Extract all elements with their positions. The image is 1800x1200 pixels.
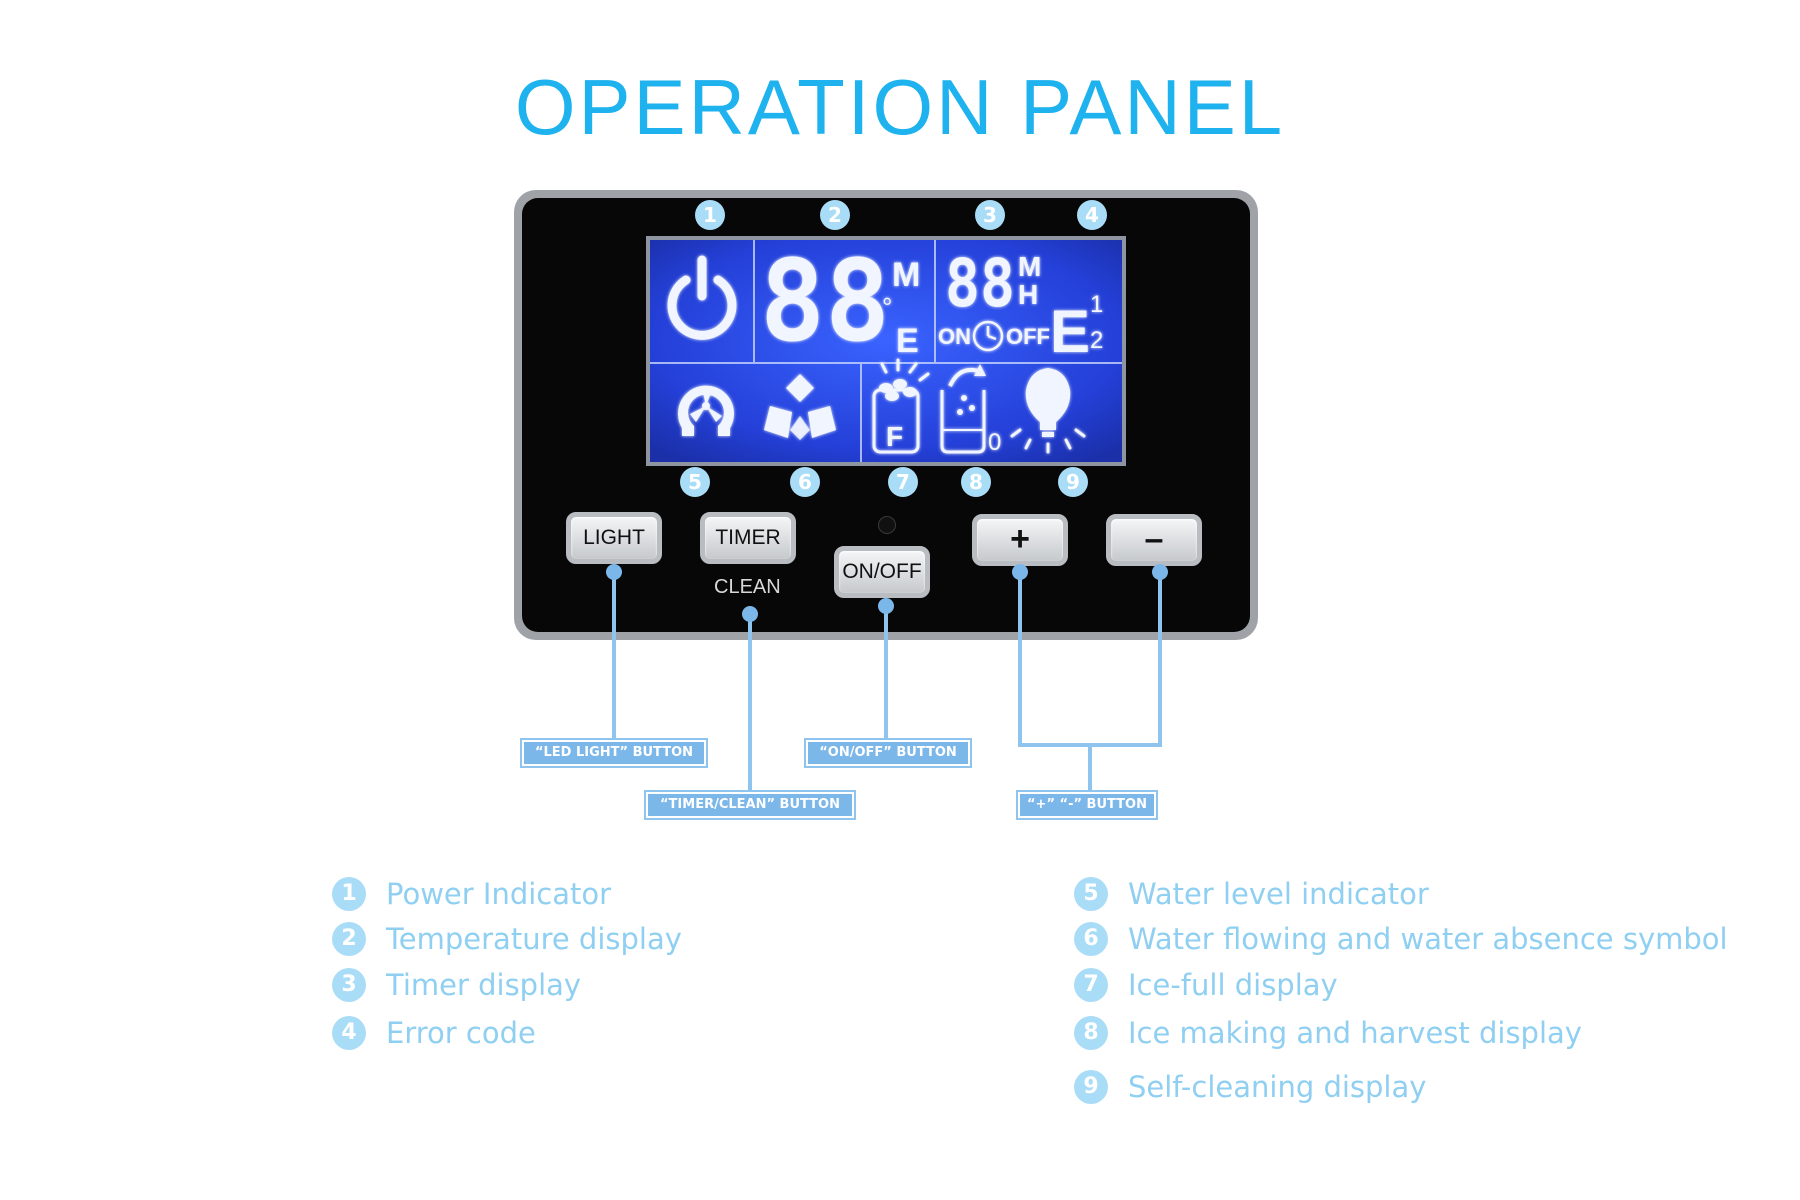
marker-1: 1 bbox=[695, 200, 725, 230]
legend-text: Temperature display bbox=[386, 922, 682, 956]
callout-plus-minus: “+” “-” BUTTON bbox=[1016, 790, 1158, 820]
legend-number: 6 bbox=[1074, 922, 1108, 956]
marker-2: 2 bbox=[820, 200, 850, 230]
legend-number: 7 bbox=[1074, 968, 1108, 1002]
marker-3: 3 bbox=[975, 200, 1005, 230]
ice-harvest-icon: 0 bbox=[940, 364, 1001, 456]
callout-onoff-text: “ON/OFF” BUTTON bbox=[808, 742, 968, 764]
timer-unit-h: H bbox=[1018, 279, 1038, 310]
ice-full-letter: F bbox=[886, 421, 903, 452]
legend-text: Ice making and harvest display bbox=[1128, 1016, 1582, 1050]
error-code-1: 1 bbox=[1090, 291, 1103, 318]
plus-button[interactable]: + bbox=[972, 514, 1068, 566]
callout-led-light-text: “LED LIGHT” BUTTON bbox=[524, 742, 704, 764]
marker-5: 5 bbox=[680, 467, 710, 497]
clean-label: CLEAN bbox=[714, 576, 781, 598]
legend-text: Power Indicator bbox=[386, 877, 612, 911]
timer-button[interactable]: TIMER bbox=[700, 512, 796, 564]
callout-timer-clean: “TIMER/CLEAN” BUTTON bbox=[644, 790, 856, 820]
timer-off-label: OFF bbox=[1006, 324, 1050, 349]
callout-timer-clean-text: “TIMER/CLEAN” BUTTON bbox=[648, 794, 852, 816]
legend-text: Error code bbox=[386, 1016, 536, 1050]
lcd-screen: 88 M ° E 88 M H ON OFF E 1 2 bbox=[650, 240, 1122, 462]
light-button[interactable]: LIGHT bbox=[566, 512, 662, 564]
minus-button[interactable]: – bbox=[1106, 514, 1202, 566]
timer-unit-m: M bbox=[1018, 251, 1041, 282]
legend-text: Water flowing and water absence symbol bbox=[1128, 922, 1728, 956]
onoff-button[interactable]: ON/OFF bbox=[834, 546, 930, 598]
timer-digits: 88 bbox=[945, 245, 1015, 322]
callout-onoff: “ON/OFF” BUTTON bbox=[804, 738, 972, 768]
ice-full-icon: F bbox=[872, 358, 930, 454]
legend-text: Water level indicator bbox=[1128, 877, 1429, 911]
marker-9: 9 bbox=[1058, 467, 1088, 497]
callout-plus-minus-text: “+” “-” BUTTON bbox=[1020, 794, 1154, 816]
temperature-unit-m: M bbox=[892, 256, 920, 294]
temperature-digits: 88 bbox=[760, 240, 890, 367]
harvest-digit: 0 bbox=[988, 429, 1001, 456]
page-title: OPERATION PANEL bbox=[514, 63, 1286, 151]
power-icon bbox=[667, 255, 737, 340]
timer-on-label: ON bbox=[938, 324, 971, 349]
water-flow-icon bbox=[764, 374, 836, 440]
marker-4: 4 bbox=[1077, 200, 1107, 230]
callout-led-light: “LED LIGHT” BUTTON bbox=[520, 738, 708, 768]
light-sensor bbox=[878, 516, 896, 534]
temperature-unit-e: E bbox=[896, 322, 919, 360]
temperature-degree: ° bbox=[882, 292, 892, 322]
error-code-2: 2 bbox=[1090, 327, 1103, 354]
lcd-display: 88 M ° E 88 M H ON OFF E 1 2 bbox=[646, 236, 1126, 466]
legend-number: 1 bbox=[332, 877, 366, 911]
legend-number: 9 bbox=[1074, 1070, 1108, 1104]
water-level-icon bbox=[678, 385, 734, 436]
legend-number: 3 bbox=[332, 968, 366, 1002]
legend-text: Ice-full display bbox=[1128, 968, 1338, 1002]
legend-number: 5 bbox=[1074, 877, 1108, 911]
self-cleaning-icon bbox=[1010, 368, 1086, 454]
legend-number: 8 bbox=[1074, 1016, 1108, 1050]
legend-number: 2 bbox=[332, 922, 366, 956]
legend-text: Timer display bbox=[386, 968, 582, 1002]
legend-text: Self-cleaning display bbox=[1128, 1070, 1427, 1104]
legend-number: 4 bbox=[332, 1016, 366, 1050]
error-letter: E bbox=[1050, 298, 1090, 365]
clock-icon bbox=[972, 320, 1004, 352]
marker-7: 7 bbox=[888, 467, 918, 497]
marker-8: 8 bbox=[961, 467, 991, 497]
marker-6: 6 bbox=[790, 467, 820, 497]
